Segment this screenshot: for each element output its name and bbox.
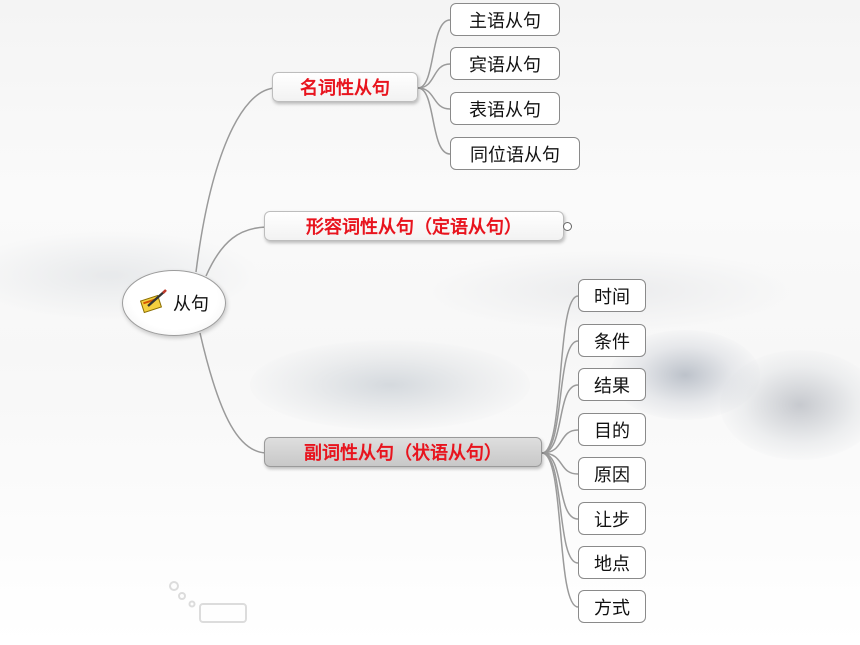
expand-toggle[interactable]	[563, 222, 572, 231]
branch-adjective-clause[interactable]: 形容词性从句（定语从句）	[264, 211, 564, 241]
subtopic-result[interactable]: 结果	[578, 368, 646, 401]
subtopic-condition[interactable]: 条件	[578, 324, 646, 357]
subtopic-place[interactable]: 地点	[578, 546, 646, 579]
subtopic-object-clause[interactable]: 宾语从句	[450, 47, 560, 80]
subtopic-time[interactable]: 时间	[578, 279, 646, 312]
subtopic-purpose[interactable]: 目的	[578, 413, 646, 446]
subtopic-predicative-clause[interactable]: 表语从句	[450, 92, 560, 125]
subtopic-concession[interactable]: 让步	[578, 502, 646, 535]
branch-noun-clause[interactable]: 名词性从句	[272, 72, 418, 102]
branch-adverbial-clause[interactable]: 副词性从句（状语从句）	[264, 437, 542, 467]
central-topic[interactable]: 从句	[122, 270, 226, 336]
subtopic-manner[interactable]: 方式	[578, 590, 646, 623]
subtopic-reason[interactable]: 原因	[578, 457, 646, 490]
subtopic-appositive-clause[interactable]: 同位语从句	[450, 137, 580, 170]
subtopic-subject-clause[interactable]: 主语从句	[450, 3, 560, 36]
watermark-logo	[162, 576, 252, 626]
notepad-pencil-icon	[139, 288, 169, 319]
central-topic-label: 从句	[173, 294, 209, 315]
